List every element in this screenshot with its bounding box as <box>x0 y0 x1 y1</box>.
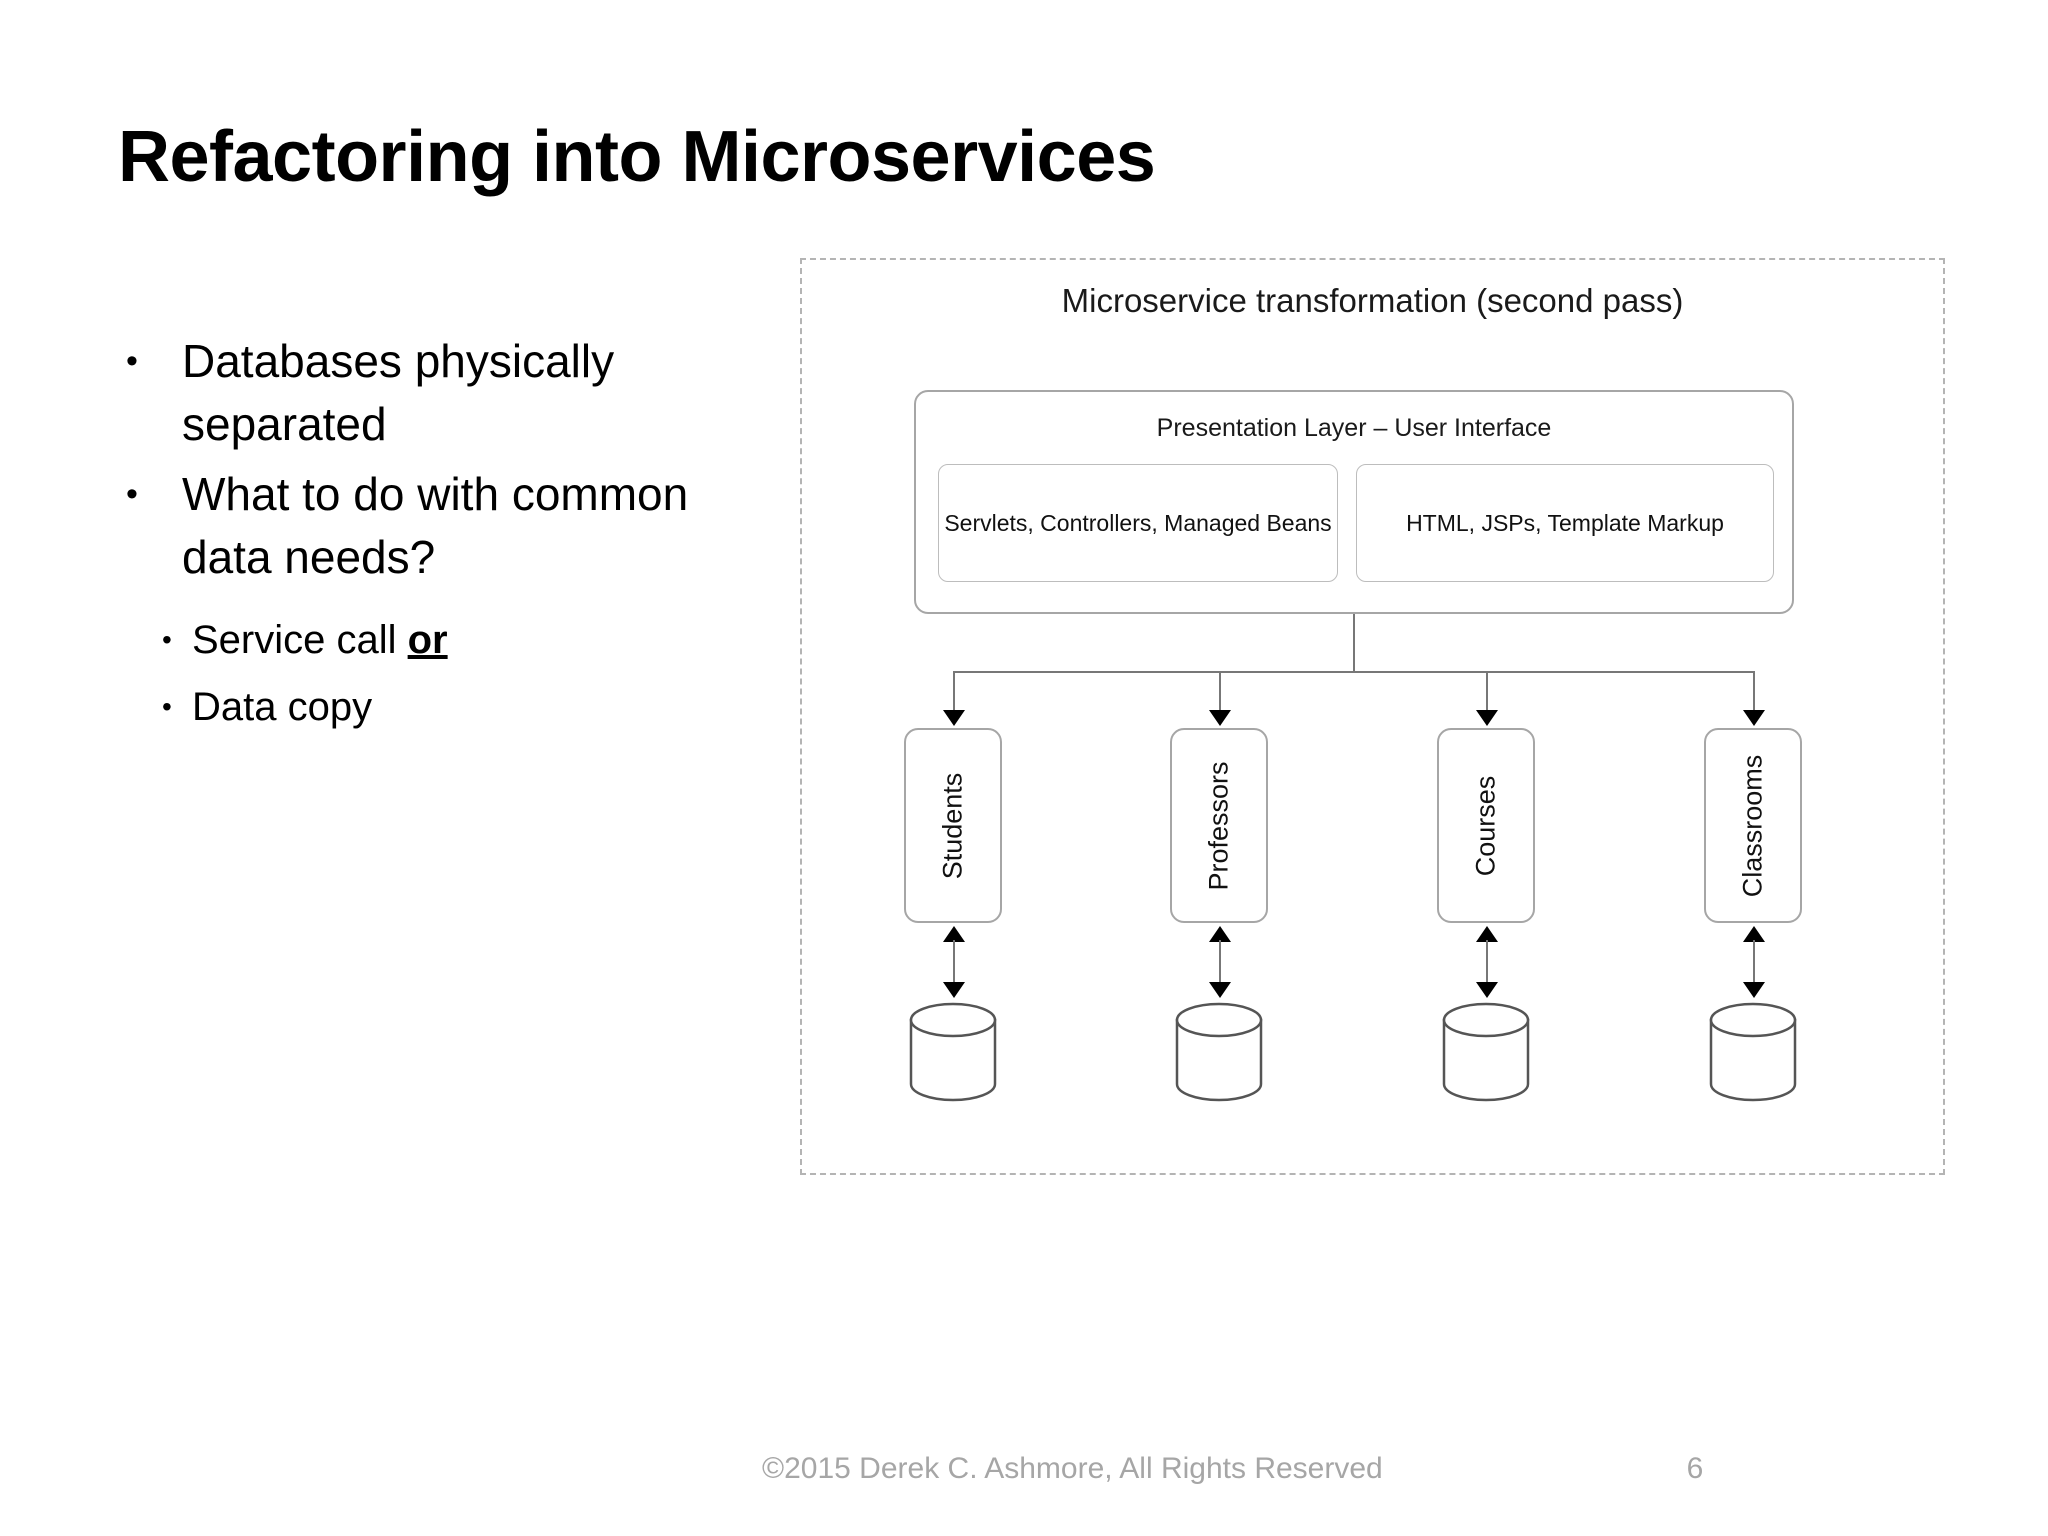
connector-drop-students <box>953 671 955 715</box>
service-box-classrooms[interactable]: Classrooms <box>1704 728 1802 923</box>
arrowhead-up-professors-db <box>1209 926 1231 942</box>
microservice-diagram: Microservice transformation (second pass… <box>800 258 1945 1175</box>
list-item-label: Service call or <box>192 612 690 669</box>
connector-classrooms-db <box>1753 940 1755 988</box>
arrowhead-up-classrooms-db <box>1743 926 1765 942</box>
sub-item-text: Service call <box>192 617 408 662</box>
bullet-marker-icon: • <box>126 342 138 380</box>
arrowhead-down-students <box>943 710 965 726</box>
bullet-marker-icon: • <box>162 623 172 655</box>
connector-courses-db <box>1486 940 1488 988</box>
arrowhead-up-courses-db <box>1476 926 1498 942</box>
database-cylinder-classrooms <box>1707 1002 1799 1102</box>
connector-professors-db <box>1219 940 1221 988</box>
database-icon <box>1709 1002 1797 1102</box>
bullet-marker-icon: • <box>162 690 172 722</box>
page-number: 6 <box>1686 1452 1704 1485</box>
list-item: • What to do with common data needs? <box>110 463 690 590</box>
arrowhead-down-courses-db <box>1476 982 1498 998</box>
page-title: Refactoring into Microservices <box>118 117 1156 197</box>
sub-bullet-list: • Service call or • Data copy <box>110 612 690 736</box>
arrowhead-down-professors <box>1209 710 1231 726</box>
service-box-professors[interactable]: Professors <box>1170 728 1268 923</box>
arrowhead-down-courses <box>1476 710 1498 726</box>
copyright-text: ©2015 Derek C. Ashmore, All Rights Reser… <box>762 1452 1383 1485</box>
service-box-courses[interactable]: Courses <box>1437 728 1535 923</box>
connector-drop-classrooms <box>1753 671 1755 715</box>
list-item-label: What to do with common data needs? <box>182 467 689 584</box>
arrowhead-up-students-db <box>943 926 965 942</box>
service-label: Classrooms <box>1737 754 1768 897</box>
database-icon <box>1175 1002 1263 1102</box>
database-icon <box>1442 1002 1530 1102</box>
diagram-title: Microservice transformation (second pass… <box>1061 282 1684 319</box>
list-item-label: Data copy <box>192 684 373 729</box>
arrowhead-down-students-db <box>943 982 965 998</box>
connector-students-db <box>953 940 955 988</box>
connector-drop-courses <box>1486 671 1488 715</box>
presentation-component-markup: HTML, JSPs, Template Markup <box>1356 464 1774 582</box>
arrowhead-down-classrooms <box>1743 710 1765 726</box>
presentation-layer-box: Presentation Layer – User Interface Serv… <box>914 390 1794 614</box>
database-cylinder-professors <box>1173 1002 1265 1102</box>
list-item: • Data copy <box>110 679 690 736</box>
presentation-layer-title: Presentation Layer – User Interface <box>1156 414 1552 442</box>
connector-stem <box>1353 614 1355 672</box>
list-item: • Databases physically separated <box>110 330 690 457</box>
presentation-component-servlets: Servlets, Controllers, Managed Beans <box>938 464 1338 582</box>
connector-drop-professors <box>1219 671 1221 715</box>
list-item-label: Databases physically separated <box>182 335 615 451</box>
database-cylinder-students <box>907 1002 999 1102</box>
bullet-list: • Databases physically separated • What … <box>110 330 690 745</box>
bullet-marker-icon: • <box>126 474 138 513</box>
arrowhead-down-professors-db <box>1209 982 1231 998</box>
service-label: Professors <box>1203 760 1234 891</box>
service-box-students[interactable]: Students <box>904 728 1002 923</box>
database-cylinder-courses <box>1440 1002 1532 1102</box>
database-icon <box>909 1002 997 1102</box>
connector-bus <box>953 671 1753 673</box>
arrowhead-down-classrooms-db <box>1743 982 1765 998</box>
service-label: Courses <box>1470 775 1501 876</box>
sub-item-emphasis: or <box>407 617 448 662</box>
list-item: • Service call or <box>110 612 690 669</box>
service-label: Students <box>937 772 968 879</box>
